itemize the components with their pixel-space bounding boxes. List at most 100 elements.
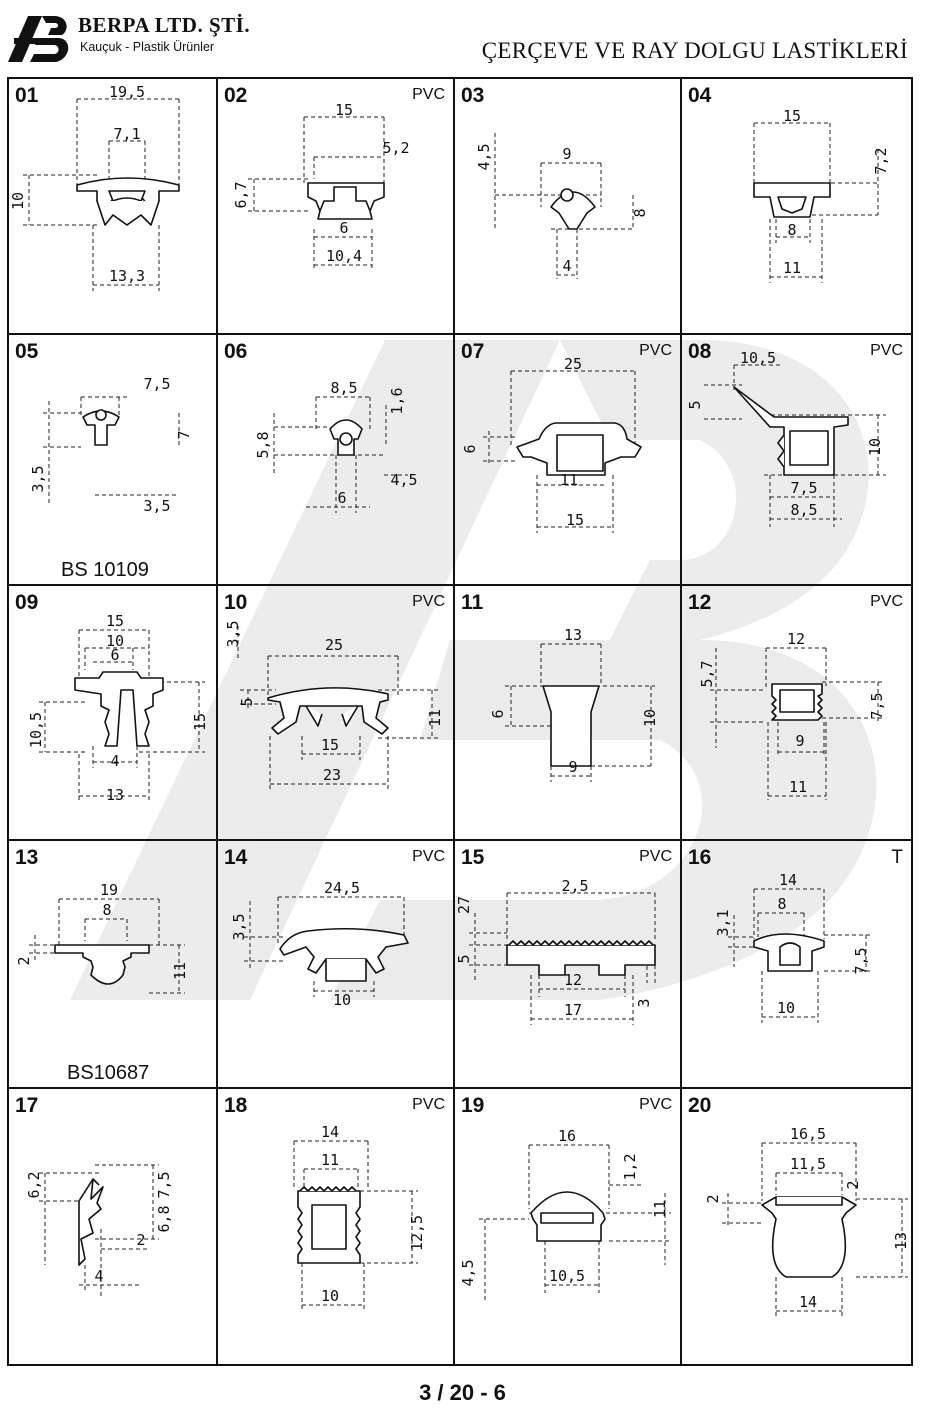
profile-shape [779,689,815,713]
profile-shape [761,1196,857,1278]
dimension-label: 6 [461,444,479,453]
dimension-label: 9 [568,758,577,776]
dimension-label: 1,2 [621,1153,639,1180]
dimension-label: 11 [783,259,801,277]
dimension-label: 25 [564,355,582,373]
dimension-label: 10 [321,1287,339,1305]
profile-shape [341,705,359,727]
dimension-label: 8,5 [330,379,357,397]
profile-shape [317,210,373,220]
dimension-label: 8 [102,901,111,919]
profile-number: 02 [224,84,248,107]
dimension-label: 5 [686,400,704,409]
dimension-label: 6 [110,646,119,664]
material-label: T [891,847,903,868]
profile-number: 19 [461,1094,485,1117]
profile-cell-07: 25 6 11 15 07 PVC [455,335,682,586]
dimension-label: 2 [704,1194,722,1203]
company-name: BERPA LTD. ŞTİ. [78,13,251,37]
material-label: PVC [639,342,672,359]
dimension-label: 2 [136,1231,145,1249]
profile-number: 07 [461,340,485,363]
profile-number: 11 [461,591,484,614]
dimension-label: 19,5 [109,83,145,101]
dimension-label: 16 [558,1127,576,1145]
dimension-label: 13,3 [109,267,145,285]
profile-number: 03 [461,84,485,107]
dimension-label: 11 [321,1151,339,1169]
profile-drawing: 25 6 11 15 [461,355,642,533]
dimension-label: 6,2 [25,1171,43,1198]
dimension-label: 3,5 [230,913,248,940]
profile-shape [96,200,160,226]
dimension-label: 15 [783,107,801,125]
profile-shape [78,1178,104,1266]
profile-shape [339,432,353,446]
dimension-label: 4,5 [475,143,493,170]
dimension-label: 14 [321,1123,339,1141]
profile-shape [82,410,120,446]
dimension-label: 15 [566,511,584,529]
dimension-label: 7,5 [868,692,886,719]
dimension-label: 6 [339,219,348,237]
material-label: PVC [639,848,672,865]
material-label: PVC [870,342,903,359]
dimension-label: 7,5 [790,479,817,497]
dimension-label: 10 [641,709,659,727]
dimension-label: 11,5 [790,1155,826,1173]
page-number: 3 / 20 - 6 [419,1380,506,1405]
dimension-label: 5,8 [254,431,272,458]
profile-drawing: 24,53,510 [230,879,409,1009]
dimension-label: 7,5 [155,1171,173,1198]
profile-number: 17 [15,1094,39,1117]
dimension-label: 13 [106,786,124,804]
dimension-label: 4,5 [459,1259,477,1286]
dimension-label: 3,5 [143,497,170,515]
profile-number: 14 [224,846,248,869]
dimension-label: 2 [15,956,33,965]
profile-shape [777,196,807,214]
material-label: PVC [639,1096,672,1113]
dimension-label: 4 [94,1267,103,1285]
dimension-label: 4,5 [390,471,417,489]
dimension-label: 3,5 [224,620,242,647]
dimension-label: 10,5 [740,349,776,367]
profile-shape [305,705,323,727]
dimension-label: 5,7 [698,660,716,687]
dimension-label: 11 [789,778,807,796]
dimension-label: 10,5 [549,1267,585,1285]
dimension-label: 8 [787,221,796,239]
dimension-label: 10 [777,999,795,1017]
profile-shape [95,409,107,421]
dimension-label: 15 [335,101,353,119]
profile-drawing: 143,187,510 [714,871,872,1023]
dimension-label: 17 [564,1001,582,1019]
dimension-label: 13 [892,1232,910,1250]
dimension-label: 5,2 [382,139,409,157]
dimension-label: 19 [100,881,118,899]
profile-shape [299,1186,357,1192]
standard-label: BS 10109 [61,559,149,581]
dimension-label: 12 [787,630,805,648]
dimension-label: 11 [560,471,578,489]
profile-drawing: 7,573,53,5 [29,375,193,515]
dimension-label: 12,5 [408,1215,426,1251]
dimension-label: 8 [777,895,786,913]
profile-shape [311,1204,347,1250]
